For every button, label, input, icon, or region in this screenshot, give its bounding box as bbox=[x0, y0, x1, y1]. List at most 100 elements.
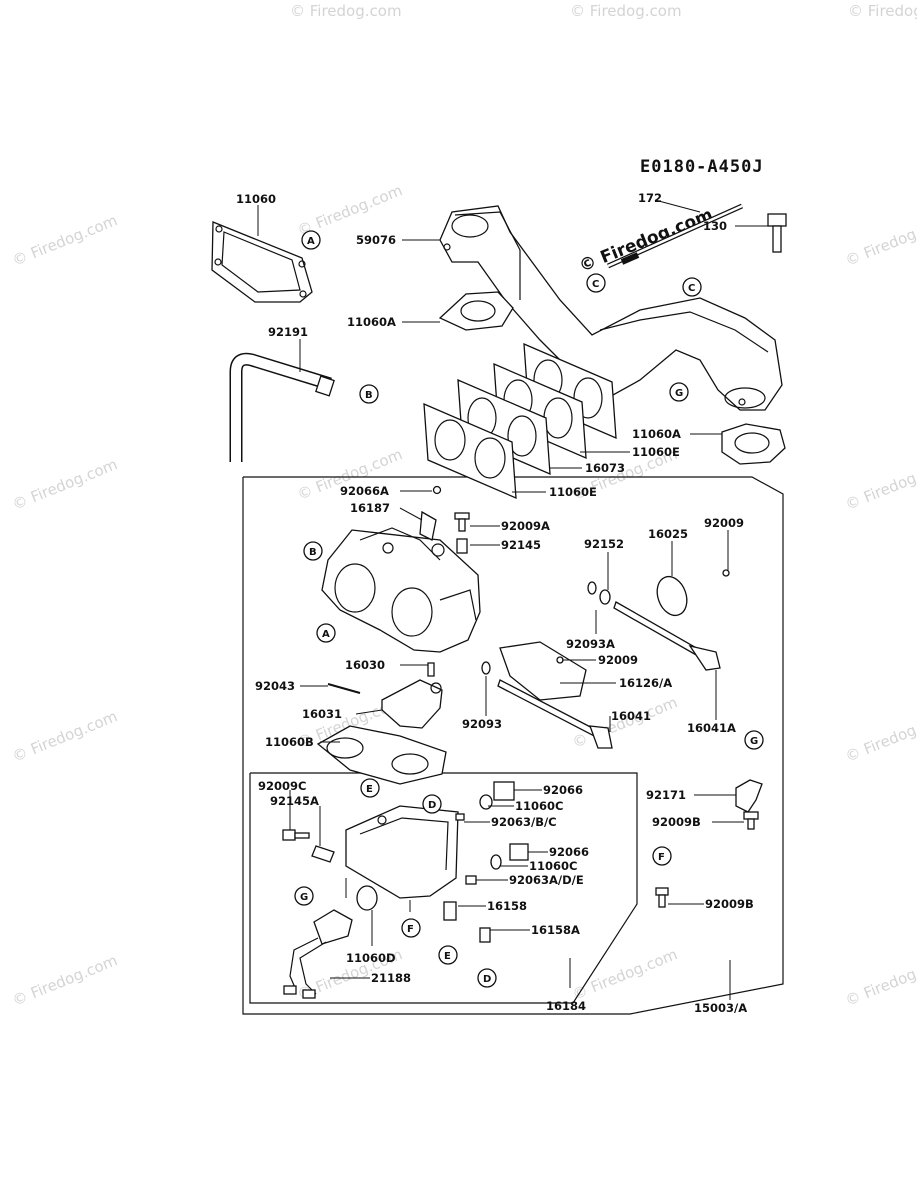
part-label-92066: 92066 bbox=[543, 783, 583, 797]
watermark: © Firedog.com bbox=[843, 951, 917, 1009]
svg-text:G: G bbox=[750, 736, 758, 747]
callout-b: B bbox=[303, 541, 323, 561]
svg-text:E: E bbox=[444, 951, 451, 962]
small-parts-top-drawing bbox=[419, 485, 470, 554]
watermark: © Firedog.com bbox=[570, 2, 682, 20]
part-label-92145: 92145 bbox=[501, 538, 541, 552]
part-label-92009c: 92009C bbox=[258, 779, 306, 793]
part-label-16184: 16184 bbox=[546, 999, 586, 1013]
watermark: © Firedog.com bbox=[843, 455, 917, 513]
diagram-code: E0180-A450J bbox=[640, 157, 764, 177]
part-label-92009: 92009 bbox=[704, 516, 744, 530]
svg-text:C: C bbox=[592, 279, 599, 290]
callout-f: F bbox=[652, 846, 672, 866]
part-label-92063a-d-e: 92063A/D/E bbox=[509, 873, 584, 887]
watermark: © Firedog.com bbox=[10, 455, 120, 513]
part-number-labels: 11060 59076 172 130 11060A 92191 11060A … bbox=[236, 191, 754, 1015]
svg-text:D: D bbox=[483, 974, 491, 985]
assembly-frame-15003 bbox=[242, 476, 784, 1015]
bracket-parts-drawing bbox=[655, 779, 763, 908]
callout-b: B bbox=[359, 384, 379, 404]
callout-c: C bbox=[682, 277, 702, 297]
part-label-16041: 16041 bbox=[611, 709, 651, 723]
callout-c: C bbox=[586, 273, 606, 293]
part-label-92009b: 92009B bbox=[652, 815, 701, 829]
solenoid-21188-drawing bbox=[283, 909, 353, 999]
watermark: © Firedog.com bbox=[570, 945, 680, 1003]
part-label-16030: 16030 bbox=[345, 658, 385, 672]
callout-a: A bbox=[301, 230, 321, 250]
part-label-92066: 92066 bbox=[549, 845, 589, 859]
watermark: © Firedog.com bbox=[843, 707, 917, 765]
part-label-130: 130 bbox=[703, 219, 727, 233]
callout-markers: A B C C G B A G E D G F E D F bbox=[294, 230, 764, 988]
leader-lines bbox=[257, 199, 768, 1000]
svg-text:B: B bbox=[309, 547, 317, 558]
part-label-92043: 92043 bbox=[255, 679, 295, 693]
part-label-11060d: 11060D bbox=[346, 951, 396, 965]
part-label-16041a: 16041A bbox=[687, 721, 736, 735]
callout-d: D bbox=[477, 968, 497, 988]
part-label-16031: 16031 bbox=[302, 707, 342, 721]
watermark: © Firedog.com bbox=[290, 2, 402, 20]
carburetor-body-drawing bbox=[321, 527, 481, 653]
part-label-92152: 92152 bbox=[584, 537, 624, 551]
svg-text:A: A bbox=[307, 236, 315, 247]
part-label-11060c: 11060C bbox=[529, 859, 577, 873]
throttle-shaft-drawing bbox=[481, 569, 730, 749]
svg-text:F: F bbox=[407, 924, 414, 935]
part-label-16158: 16158 bbox=[487, 899, 527, 913]
part-label-92009a: 92009A bbox=[501, 519, 550, 533]
part-label-92063-b-c: 92063/B/C bbox=[491, 815, 557, 829]
callout-a: A bbox=[316, 623, 336, 643]
bolt-130-drawing bbox=[767, 213, 787, 253]
gasket-11060-drawing bbox=[211, 221, 313, 303]
watermark-layer: © Firedog.com © Firedog.com © Firedog.co… bbox=[10, 2, 917, 1010]
part-label-21188: 21188 bbox=[371, 971, 411, 985]
part-label-16158a: 16158A bbox=[531, 923, 580, 937]
gasket-11060a-lower-drawing bbox=[721, 423, 786, 465]
callout-g: G bbox=[669, 382, 689, 402]
watermark: © Firedog.com bbox=[10, 211, 120, 269]
svg-text:A: A bbox=[322, 629, 330, 640]
part-label-16025: 16025 bbox=[648, 527, 688, 541]
part-label-11060e: 11060E bbox=[632, 445, 680, 459]
svg-text:E: E bbox=[366, 784, 373, 795]
part-label-11060: 11060 bbox=[236, 192, 276, 206]
flange-plates-drawing bbox=[423, 342, 617, 500]
intake-manifold-drawing bbox=[439, 205, 783, 411]
gasket-11060a-upper-drawing bbox=[438, 291, 514, 331]
part-label-11060a: 11060A bbox=[347, 315, 396, 329]
part-label-11060e: 11060E bbox=[549, 485, 597, 499]
part-label-92009b: 92009B bbox=[705, 897, 754, 911]
part-label-92191: 92191 bbox=[268, 325, 308, 339]
watermark: © Firedog.com bbox=[843, 211, 917, 269]
part-label-92093: 92093 bbox=[462, 717, 502, 731]
callout-g: G bbox=[294, 886, 314, 906]
svg-text:C: C bbox=[688, 283, 695, 294]
part-label-92009: 92009 bbox=[598, 653, 638, 667]
watermark-prominent: © Firedog.com bbox=[576, 205, 715, 277]
part-label-92093a: 92093A bbox=[566, 637, 615, 651]
part-label-92145a: 92145A bbox=[270, 794, 319, 808]
svg-text:F: F bbox=[658, 852, 665, 863]
svg-text:B: B bbox=[365, 390, 373, 401]
part-label-11060c: 11060C bbox=[515, 799, 563, 813]
part-label-92066a: 92066A bbox=[340, 484, 389, 498]
float-bowl-drawing bbox=[282, 781, 529, 943]
part-label-16073: 16073 bbox=[585, 461, 625, 475]
stud-172-drawing bbox=[606, 203, 744, 269]
callout-e: E bbox=[360, 778, 380, 798]
svg-text:G: G bbox=[675, 388, 683, 399]
hose-92191-drawing bbox=[229, 352, 335, 462]
part-label-11060a: 11060A bbox=[632, 427, 681, 441]
callout-d: D bbox=[422, 794, 442, 814]
watermark: © Firedog.com bbox=[848, 2, 917, 20]
svg-text:G: G bbox=[300, 892, 308, 903]
part-label-59076: 59076 bbox=[356, 233, 396, 247]
float-parts-drawing bbox=[316, 662, 447, 785]
assembly-frame-16184 bbox=[249, 772, 638, 1004]
callout-g: G bbox=[744, 730, 764, 750]
